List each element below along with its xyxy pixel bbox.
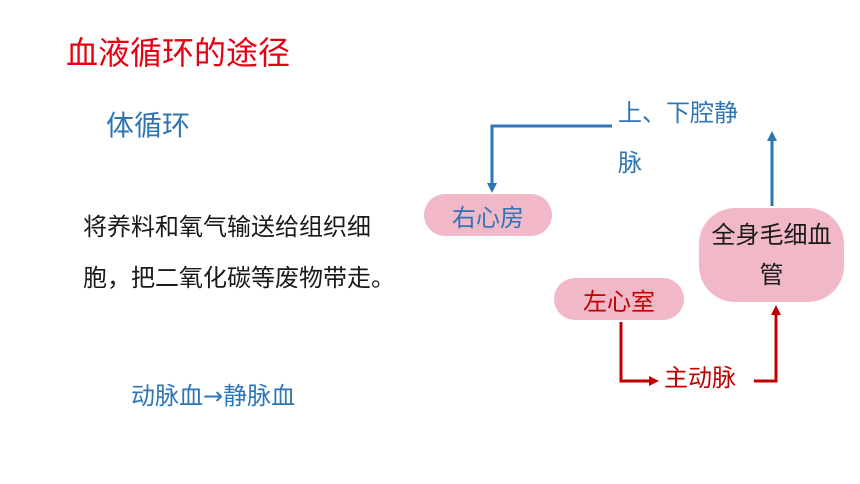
vena-cava-label: 上、下腔静脉 (618, 88, 748, 188)
arrow-left-ventricle-to-aorta (619, 322, 659, 386)
circulation-type-heading: 体循环 (106, 109, 191, 142)
right-atrium-node: 右心房 (424, 194, 552, 236)
body-capillaries-node: 全身毛细血管 (699, 208, 844, 302)
slide-title: 血液循环的途径 (66, 34, 291, 72)
blood-change-text: 动脉血→静脉血 (131, 382, 296, 410)
arrow-vena-cava-to-right-atrium (487, 124, 612, 193)
arrow-aorta-to-capillaries (754, 305, 781, 383)
function-description: 将养料和氧气输送给组织细胞，把二氧化碳等废物带走。 (83, 213, 395, 292)
aorta-label: 主动脉 (660, 358, 740, 393)
left-ventricle-node: 左心室 (554, 278, 684, 320)
